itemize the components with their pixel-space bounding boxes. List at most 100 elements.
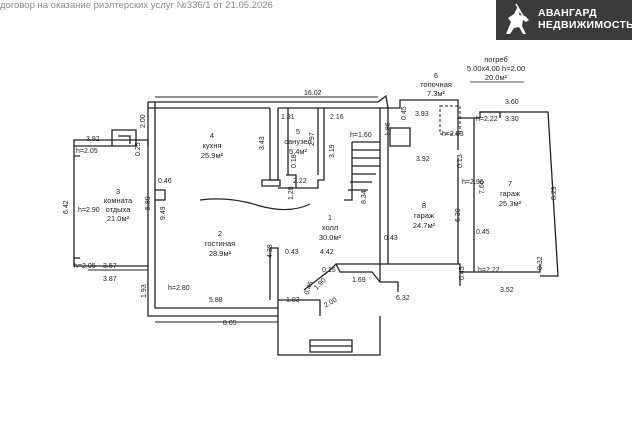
dim-label: 0.46	[158, 178, 172, 185]
dim-label: h=2.05	[74, 263, 96, 270]
room-name: холл	[322, 223, 338, 232]
dim-label: h=2.22	[476, 116, 498, 123]
dim-label: 0.45	[476, 229, 490, 236]
arch-curve	[199, 198, 311, 211]
dim-label: 4.38	[267, 244, 274, 258]
room-number: 3	[116, 187, 120, 196]
dim-label: 1.69	[352, 277, 366, 284]
dim-label: h=2.53	[442, 131, 464, 138]
dim-label: 8.05	[223, 320, 237, 327]
dim-label: 0.13	[457, 154, 464, 168]
dim-label: 16.02	[304, 90, 322, 97]
dim-label: 9.49	[160, 206, 167, 220]
dim-label: 6.32	[396, 295, 410, 302]
dim-label: h=2.22	[478, 267, 500, 274]
dim-label: 3.19	[329, 144, 336, 158]
room-garage-7: 7 гараж 25.3м²	[499, 179, 522, 208]
room-name: гараж	[500, 189, 520, 198]
dim-label: 3.57	[103, 263, 117, 270]
dim-label: 2.16	[330, 114, 344, 121]
room-area: 25.3м²	[499, 199, 522, 208]
room-area: 25.9м²	[201, 151, 224, 160]
dim-label: h=2.90	[78, 207, 100, 214]
dim-label: 2.00	[140, 114, 147, 128]
room-garage-8: 8 гараж 24.7м²	[413, 201, 436, 230]
room-number: 1	[328, 213, 332, 222]
dim-label: 0.43	[384, 235, 398, 242]
dim-label: 3.60	[505, 99, 519, 106]
logo-line2: НЕДВИЖИМОСТЬ	[538, 19, 632, 31]
dim-label: 2.00	[323, 297, 338, 310]
dim-label: 1.81	[281, 114, 295, 121]
dim-label: 0.45	[459, 266, 466, 280]
room-area: 7.3м²	[427, 89, 446, 98]
room-number: 8	[422, 201, 426, 210]
dim-label: 6.42	[63, 200, 70, 214]
cellar-area: 20.0м²	[485, 73, 508, 82]
cellar-title: погреб	[484, 55, 508, 64]
dim-label: 4.42	[320, 249, 334, 256]
dim-label: 3.92	[416, 156, 430, 163]
dim-label: 0.25	[135, 142, 142, 156]
dim-label: 0.15	[322, 267, 336, 274]
room-area: 30.0м²	[319, 233, 342, 242]
dim-label: 8.29	[551, 186, 558, 200]
dim-label: 3.92	[86, 136, 100, 143]
room-name: отдыха	[106, 205, 132, 214]
dim-label: 1.28	[288, 186, 295, 200]
dimension-labels: 16.02 2.00 3.92 h=2.05 0.25 3.43 1.81 2.…	[63, 90, 558, 327]
dim-label: 0.45	[304, 281, 315, 296]
dim-label: 3.52	[500, 287, 514, 294]
dim-label: 7.66	[479, 180, 486, 194]
room-number: 7	[508, 179, 512, 188]
room-area: 28.9м²	[209, 249, 232, 258]
dim-label: 5.88	[209, 297, 223, 304]
dim-label: 3.30	[505, 116, 519, 123]
room-furnace: 6 топочная 7.3м²	[420, 71, 452, 98]
dim-label: 3.93	[415, 111, 429, 118]
room-number: 5	[296, 127, 300, 136]
horse-rider-icon	[506, 3, 529, 34]
dim-label: 6.30	[455, 208, 462, 222]
dim-label: 2.97	[309, 132, 316, 146]
room-area: 24.7м²	[413, 221, 436, 230]
room-name: кухня	[202, 141, 221, 150]
dim-label: h=2.96	[462, 179, 484, 186]
dim-label: 2.22	[293, 178, 307, 185]
agency-logo: АВАНГАРД НЕДВИЖИМОСТЬ	[496, 0, 632, 40]
cellar-dims: 5.00x4.00 h=2.00	[467, 64, 525, 73]
watermark-text: договор на оказание риэлтерских услуг №3…	[0, 0, 273, 11]
room-number: 4	[210, 131, 214, 140]
room-name: гараж	[414, 211, 434, 220]
dim-label: 1.90	[313, 277, 328, 292]
room-name: гостиная	[205, 239, 236, 248]
cellar-outline	[439, 105, 461, 135]
dim-label: 0.43	[285, 249, 299, 256]
dim-label: h=2.80	[168, 285, 190, 292]
room-area: 5.4м²	[289, 147, 308, 156]
dim-label: 0.32	[537, 256, 544, 270]
room-area: 21.0м²	[107, 214, 130, 223]
dim-label: h=2.05	[76, 148, 98, 155]
room-name: топочная	[420, 80, 452, 89]
dim-label: h=1.60	[350, 132, 372, 139]
room-name: комната	[104, 196, 133, 205]
dim-lines	[88, 96, 378, 323]
dim-label: 1.86	[385, 122, 392, 136]
dim-label: 1.03	[286, 297, 300, 304]
dim-label: 0.45	[401, 106, 408, 120]
logo-line1: АВАНГАРД	[538, 7, 597, 19]
room-rest: 3 комната отдыха 21.0м²	[104, 187, 133, 223]
dim-label: 8.34	[361, 190, 368, 204]
dim-label: 1.93	[141, 284, 148, 298]
cellar-label: погреб 5.00x4.00 h=2.00 20.0м²	[467, 55, 525, 83]
room-name: санузел	[284, 137, 311, 146]
room-bathroom: 5 санузел 5.4м²	[284, 127, 311, 156]
walls	[73, 94, 559, 356]
dim-label: 3.87	[103, 276, 117, 283]
dim-label: 0.18	[291, 154, 298, 168]
room-kitchen: 4 кухня 25.9м²	[201, 131, 224, 160]
dim-label: 5.89	[145, 196, 152, 210]
room-number: 6	[434, 71, 438, 80]
